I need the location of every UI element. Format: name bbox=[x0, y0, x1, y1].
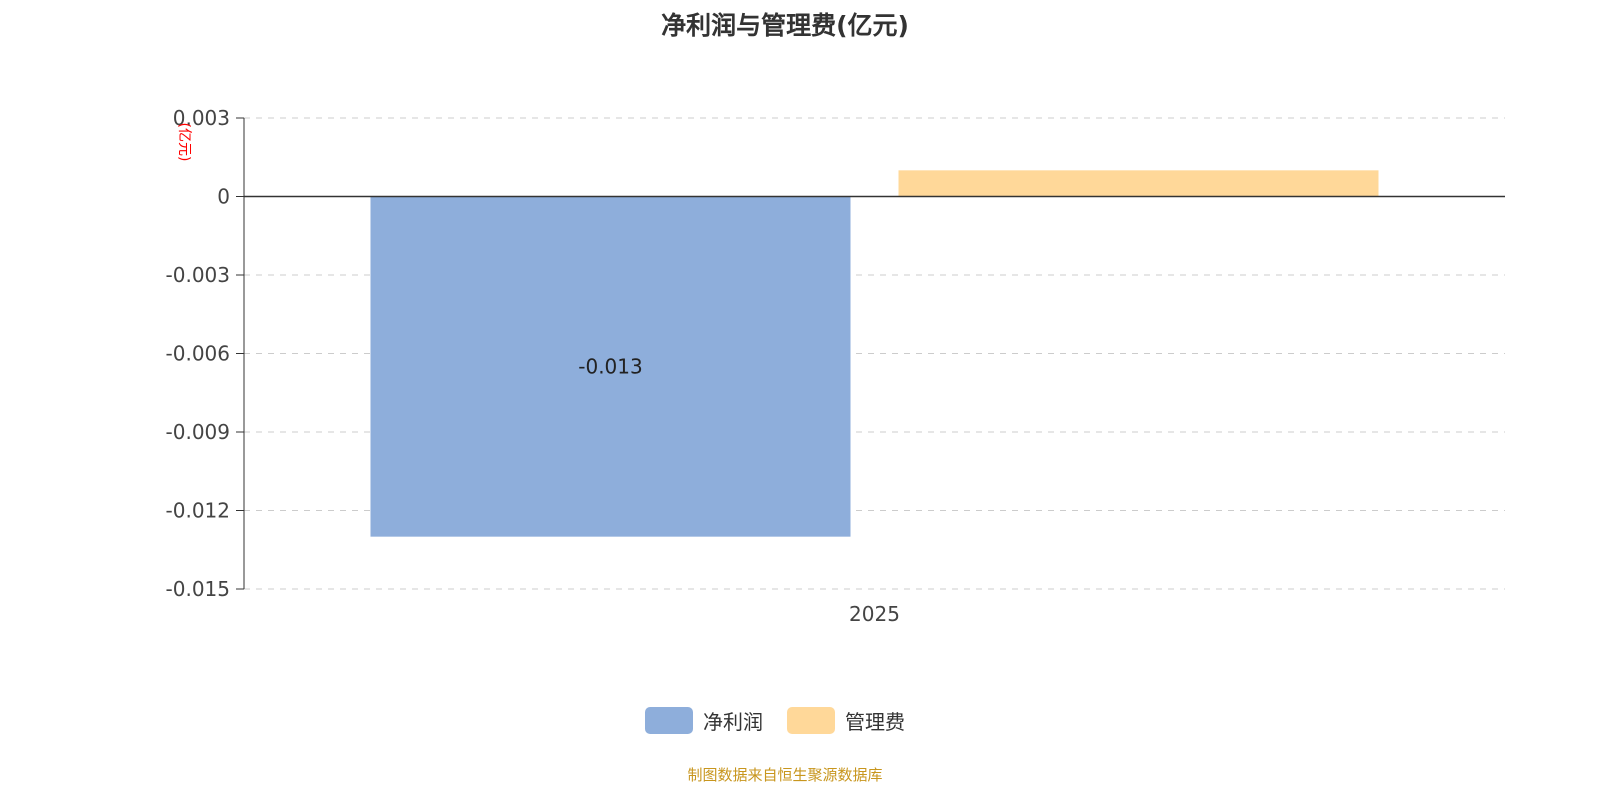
legend: 净利润 管理费 bbox=[645, 706, 929, 735]
source-note: 制图数据来自恒生聚源数据库 bbox=[687, 766, 883, 784]
bar-net-profit bbox=[370, 196, 851, 537]
legend-item-net-profit[interactable]: 净利润 bbox=[645, 706, 763, 735]
bar-admin-expense bbox=[898, 170, 1379, 197]
legend-item-admin-expense[interactable]: 管理费 bbox=[787, 706, 905, 735]
chart-title: 净利润与管理费(亿元) bbox=[661, 11, 909, 40]
y-tick-label: -0.012 bbox=[166, 499, 230, 523]
legend-label: 净利润 bbox=[703, 710, 763, 734]
legend-swatch-admin-expense bbox=[787, 707, 835, 734]
y-tick-label: -0.009 bbox=[166, 420, 230, 444]
y-axis-label: (亿元) bbox=[176, 123, 192, 162]
data-label: -0.013 bbox=[578, 355, 642, 379]
y-tick-label: -0.003 bbox=[166, 263, 230, 287]
y-tick-label: 0 bbox=[217, 185, 230, 209]
y-tick-label: 0.003 bbox=[173, 106, 230, 130]
y-tick-label: -0.006 bbox=[166, 342, 230, 366]
legend-swatch-net-profit bbox=[645, 707, 693, 734]
legend-label: 管理费 bbox=[845, 710, 905, 734]
y-tick-label: -0.015 bbox=[166, 577, 230, 601]
x-tick-label: 2025 bbox=[849, 602, 900, 626]
